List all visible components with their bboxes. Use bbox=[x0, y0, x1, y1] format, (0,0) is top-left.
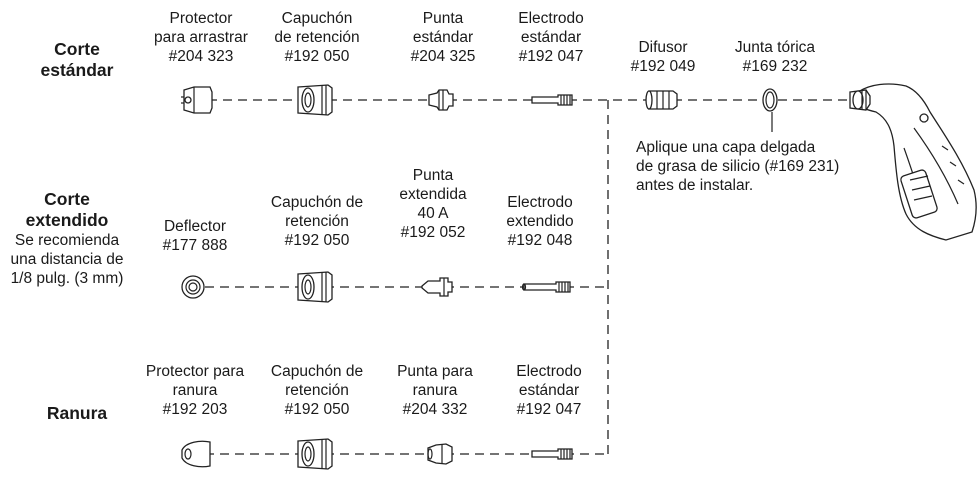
note-line: de grasa de silicio (#169 231) bbox=[636, 158, 840, 175]
label-line: para arrastrar bbox=[154, 29, 248, 46]
o-ring-grease-note: Aplique una capa delgada de grasa de sil… bbox=[636, 138, 839, 195]
label-gouge-electrode: Electrodo estándar #192 047 bbox=[489, 362, 609, 419]
label-line: retención bbox=[285, 213, 349, 230]
plasma-torch-icon bbox=[849, 83, 977, 241]
label-standard-tip: Punta estándar #204 325 bbox=[383, 9, 503, 66]
standoff-note-line2: una distancia de bbox=[10, 251, 124, 268]
label-line: extendido bbox=[506, 213, 574, 230]
label-line: Punta para bbox=[397, 363, 473, 380]
label-line: Electrodo bbox=[507, 194, 573, 211]
label-line: Protector bbox=[169, 10, 233, 27]
row-title-extended-line2: extendido bbox=[25, 210, 109, 230]
part-number: #192 047 bbox=[516, 401, 582, 418]
label-line: Capuchón bbox=[281, 10, 353, 27]
label-o-ring: Junta tórica #169 232 bbox=[715, 38, 835, 76]
part-number: #204 332 bbox=[402, 401, 468, 418]
extended-tip-icon bbox=[421, 277, 453, 297]
retaining-cup-icon bbox=[297, 84, 333, 116]
standard-electrode-icon bbox=[531, 448, 573, 460]
row-title-extended-line1: Corte bbox=[44, 189, 90, 209]
label-line: ranura bbox=[412, 382, 458, 399]
label-line: estándar bbox=[518, 382, 580, 399]
label-line: Electrodo bbox=[518, 10, 584, 27]
label-line: de retención bbox=[274, 29, 360, 46]
label-line: extendida bbox=[399, 186, 467, 203]
label-line: estándar bbox=[520, 29, 582, 46]
standoff-note-line1: Se recomienda bbox=[14, 232, 120, 249]
diffuser-icon bbox=[645, 90, 678, 110]
label-line: Capuchón de bbox=[270, 194, 364, 211]
label-line: Junta tórica bbox=[734, 39, 816, 56]
standard-tip-icon bbox=[428, 89, 454, 111]
label-line: retención bbox=[285, 382, 349, 399]
label-deflector: Deflector #177 888 bbox=[145, 217, 245, 255]
row-title-standard-line2: estándar bbox=[40, 60, 114, 80]
label-line: Punta bbox=[422, 10, 464, 27]
label-line: Punta bbox=[412, 167, 454, 184]
part-number: #192 052 bbox=[400, 224, 466, 241]
standoff-note-line3: 1/8 pulg. (3 mm) bbox=[10, 270, 124, 287]
label-line: 40 A bbox=[417, 205, 449, 222]
row-title-standard: Corte estándar bbox=[12, 39, 142, 81]
label-line: Electrodo bbox=[516, 363, 582, 380]
part-number: #192 049 bbox=[630, 58, 696, 75]
gouge-shield-icon bbox=[181, 440, 211, 468]
row-title-standard-line1: Corte bbox=[54, 39, 100, 59]
label-line: Difusor bbox=[638, 39, 688, 56]
part-number: #192 047 bbox=[518, 48, 584, 65]
label-retaining-cup-gouge: Capuchón de retención #192 050 bbox=[257, 362, 377, 419]
label-line: ranura bbox=[172, 382, 218, 399]
extended-electrode-icon bbox=[521, 281, 571, 293]
part-number: #192 203 bbox=[162, 401, 228, 418]
label-line: Protector para bbox=[145, 363, 245, 380]
note-line: Aplique una capa delgada bbox=[636, 139, 816, 156]
part-number: #192 050 bbox=[284, 232, 350, 249]
label-retaining-cup-extended: Capuchón de retención #192 050 bbox=[257, 193, 377, 250]
drag-shield-icon bbox=[181, 86, 213, 114]
part-number: #192 048 bbox=[507, 232, 573, 249]
label-line: Deflector bbox=[163, 218, 227, 235]
part-number: #204 323 bbox=[168, 48, 234, 65]
o-ring-icon bbox=[762, 88, 778, 112]
part-number: #192 050 bbox=[284, 48, 350, 65]
note-line: antes de instalar. bbox=[636, 177, 754, 194]
row-title-gouge-text: Ranura bbox=[46, 403, 108, 423]
label-gouge-shield: Protector para ranura #192 203 bbox=[135, 362, 255, 419]
part-number: #192 050 bbox=[284, 401, 350, 418]
label-extended-electrode: Electrodo extendido #192 048 bbox=[480, 193, 600, 250]
label-line: Capuchón de bbox=[270, 363, 364, 380]
part-number: #177 888 bbox=[162, 237, 228, 254]
part-number: #204 325 bbox=[410, 48, 476, 65]
row-title-gouge: Ranura bbox=[12, 403, 142, 424]
part-number: #169 232 bbox=[742, 58, 808, 75]
label-diffuser: Difusor #192 049 bbox=[608, 38, 718, 76]
gouge-tip-icon bbox=[427, 443, 453, 465]
label-extended-tip: Punta extendida 40 A #192 052 bbox=[373, 166, 493, 242]
label-drag-shield: Protector para arrastrar #204 323 bbox=[141, 9, 261, 66]
label-line: estándar bbox=[412, 29, 474, 46]
label-standard-electrode: Electrodo estándar #192 047 bbox=[491, 9, 611, 66]
deflector-icon bbox=[181, 275, 205, 299]
label-retaining-cup-standard: Capuchón de retención #192 050 bbox=[257, 9, 377, 66]
retaining-cup-icon bbox=[297, 271, 333, 303]
retaining-cup-icon bbox=[297, 438, 333, 470]
label-gouge-tip: Punta para ranura #204 332 bbox=[375, 362, 495, 419]
standard-electrode-icon bbox=[531, 94, 573, 106]
row-title-extended: Corte extendido Se recomienda una distan… bbox=[0, 189, 142, 288]
